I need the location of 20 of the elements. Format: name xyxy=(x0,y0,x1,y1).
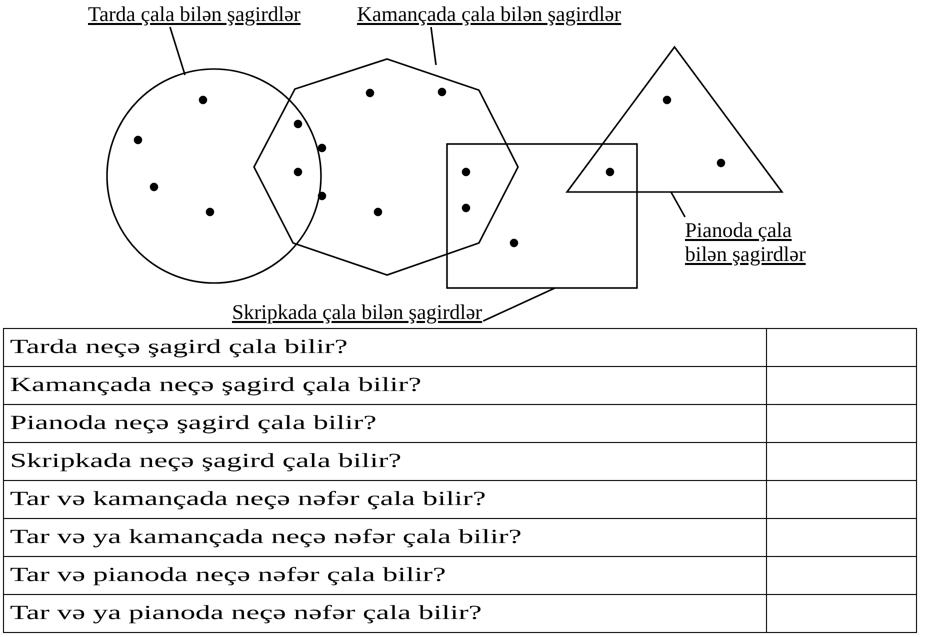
octagon-outline xyxy=(253,58,519,276)
question-text: Tar və ya pianoda neçə nəfər çala bilir? xyxy=(10,602,482,625)
leader-line xyxy=(169,26,186,76)
question-text: Kamançada neçə şagird çala bilir? xyxy=(10,374,422,397)
question-text: Pianoda neçə şagird çala bilir? xyxy=(10,412,377,435)
set-label: Tarda çala bilən şagirdlər xyxy=(88,2,301,26)
set-label: Kamançada çala bilən şagirdlər xyxy=(357,2,622,26)
question-text: Tar və kamançada neçə nəfər çala bilir? xyxy=(10,488,486,511)
question-text: Skripkada neçə şagird çala bilir? xyxy=(10,450,402,473)
leader-line xyxy=(482,287,556,322)
rectangle-outline xyxy=(446,143,638,289)
circle-outline xyxy=(106,68,322,284)
leader-line xyxy=(430,26,437,66)
question-text: Tarda neçə şagird çala bilir? xyxy=(10,336,348,359)
leader-line xyxy=(670,192,686,218)
triangle-outline xyxy=(565,46,784,193)
question-text: Tar və ya kamançada neçə nəfər çala bilir? xyxy=(10,526,522,549)
set-label: Skripkada çala bilən şagirdlər xyxy=(232,300,482,324)
set-label: Pianoda çala bilən şagirdlər xyxy=(685,218,810,266)
question-text: Tar və pianoda neçə nəfər çala bilir? xyxy=(10,564,446,587)
